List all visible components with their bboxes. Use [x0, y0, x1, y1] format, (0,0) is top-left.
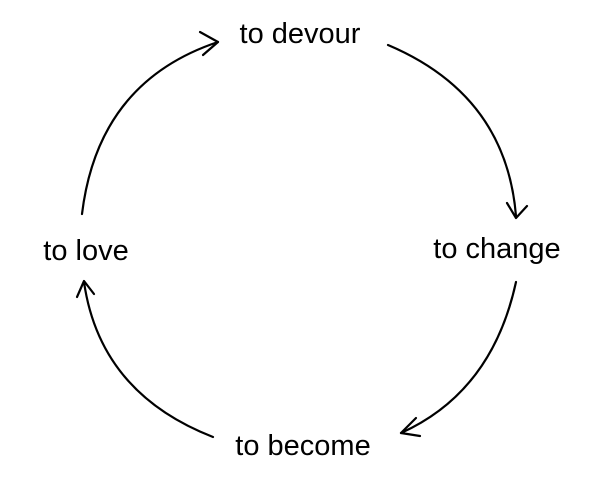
- edge-become-to-love: [75, 279, 215, 439]
- arc-become-to-love: [82, 280, 215, 439]
- arc-change-to-become: [399, 280, 518, 435]
- arrowhead-at-become: [399, 416, 422, 438]
- node-label-change: to change: [433, 233, 560, 265]
- edge-devour-to-change: [386, 43, 529, 220]
- node-label-devour: to devour: [240, 18, 361, 50]
- node-label-love: to love: [43, 235, 128, 267]
- edge-change-to-become: [399, 280, 518, 438]
- arrowhead-at-love: [75, 279, 96, 299]
- arrowhead-at-change: [505, 201, 529, 220]
- arrowhead-at-devour: [198, 30, 220, 57]
- edge-love-to-devour: [80, 30, 220, 216]
- arc-devour-to-change: [386, 43, 518, 218]
- arc-love-to-devour: [80, 40, 220, 216]
- node-label-become: to become: [235, 430, 370, 462]
